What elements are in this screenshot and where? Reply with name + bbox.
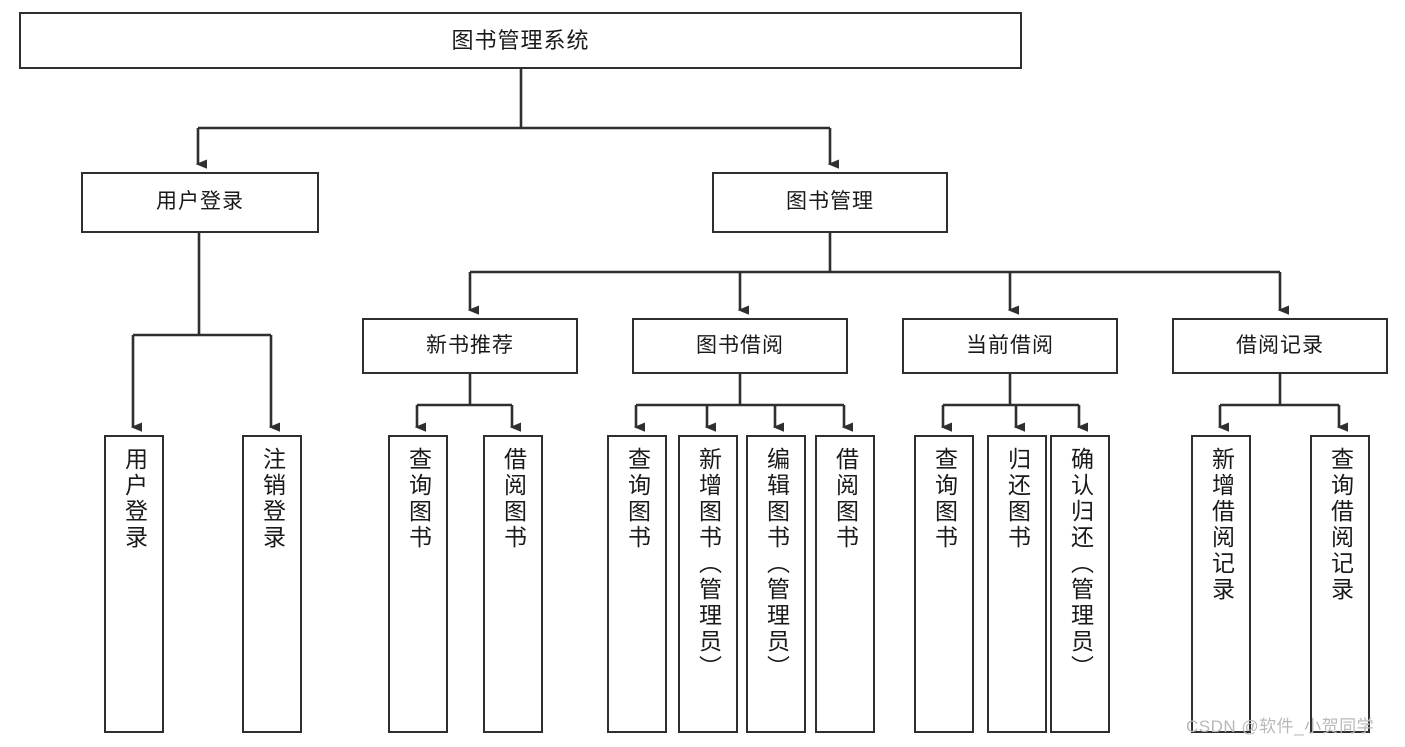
node-label: 新增借阅记录 [1208, 447, 1235, 603]
leaf-query-borrow-record[interactable]: 查询借阅记录 [1310, 435, 1370, 733]
node-label: 借阅图书 [832, 447, 859, 551]
node-label: 借阅记录 [1236, 333, 1324, 357]
leaf-add-borrow-record[interactable]: 新增借阅记录 [1191, 435, 1251, 733]
node-label: 借阅图书 [500, 447, 527, 551]
leaf-borrow-book[interactable]: 借阅图书 [815, 435, 875, 733]
leaf-query-book-recommend[interactable]: 查询图书 [388, 435, 448, 733]
leaf-add-book-admin[interactable]: 新增图书（管理员） [678, 435, 738, 733]
leaf-query-book-current[interactable]: 查询图书 [914, 435, 974, 733]
leaf-query-book-borrow[interactable]: 查询图书 [607, 435, 667, 733]
node-new-book-recommend[interactable]: 新书推荐 [362, 318, 578, 374]
node-label: 编辑图书（管理员） [763, 447, 790, 681]
node-borrow-record[interactable]: 借阅记录 [1172, 318, 1388, 374]
leaf-borrow-book-recommend[interactable]: 借阅图书 [483, 435, 543, 733]
node-label: 注销登录 [259, 447, 286, 551]
node-root-system[interactable]: 图书管理系统 [19, 12, 1022, 69]
node-label: 查询图书 [405, 447, 432, 551]
leaf-user-login[interactable]: 用户登录 [104, 435, 164, 733]
watermark-text: CSDN @软件_小贺同学 [1186, 717, 1375, 736]
node-label: 用户登录 [121, 447, 148, 551]
node-label: 新增图书（管理员） [695, 447, 722, 681]
leaf-return-book[interactable]: 归还图书 [987, 435, 1047, 733]
node-book-management[interactable]: 图书管理 [712, 172, 948, 233]
node-label: 当前借阅 [966, 333, 1054, 357]
leaf-logout[interactable]: 注销登录 [242, 435, 302, 733]
node-label: 图书管理 [786, 190, 874, 214]
leaf-confirm-return-admin[interactable]: 确认归还（管理员） [1050, 435, 1110, 733]
node-label: 查询图书 [624, 447, 651, 551]
node-label: 用户登录 [156, 190, 244, 214]
node-label: 新书推荐 [426, 333, 514, 357]
node-label: 查询图书 [931, 447, 958, 551]
node-book-borrow[interactable]: 图书借阅 [632, 318, 848, 374]
node-label: 图书管理系统 [451, 27, 590, 53]
leaf-edit-book-admin[interactable]: 编辑图书（管理员） [746, 435, 806, 733]
node-label: 归还图书 [1004, 447, 1031, 551]
node-user-login[interactable]: 用户登录 [81, 172, 319, 233]
node-label: 图书借阅 [696, 333, 784, 357]
node-current-borrow[interactable]: 当前借阅 [902, 318, 1118, 374]
node-label: 确认归还（管理员） [1067, 447, 1094, 681]
node-label: 查询借阅记录 [1327, 447, 1354, 603]
